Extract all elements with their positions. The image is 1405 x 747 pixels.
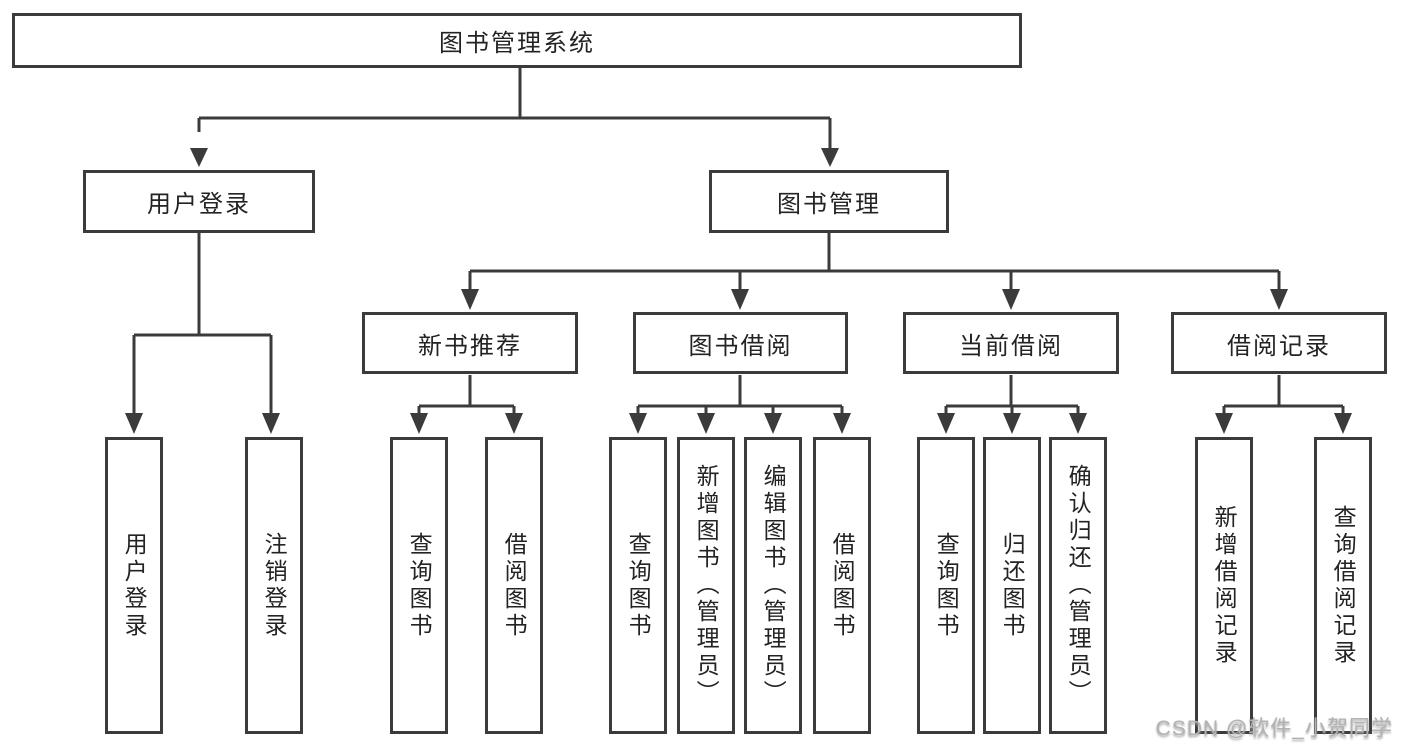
leaf-logout: 注销登录 xyxy=(245,437,303,734)
leaf-label: 新增借阅记录 xyxy=(1211,504,1238,667)
leaf-label: 借阅图书 xyxy=(829,531,856,640)
leaf-label: 借阅图书 xyxy=(501,531,528,640)
leaf-label: 注销登录 xyxy=(261,531,288,640)
watermark: CSDN @软件_小贺同学 xyxy=(1155,717,1393,740)
leaf-label: 确认归还（管理员） xyxy=(1065,464,1092,707)
node-label: 图书管理 xyxy=(777,191,881,218)
leaf-user-login: 用户登录 xyxy=(105,437,163,734)
node-user-login: 用户登录 xyxy=(83,170,315,233)
leaf-borrow-books: 借阅图书 xyxy=(813,437,871,734)
leaf-query-books-recommend: 查询图书 xyxy=(390,437,448,734)
leaf-label: 查询图书 xyxy=(625,531,652,640)
leaf-query-borrow-record: 查询借阅记录 xyxy=(1314,437,1372,734)
node-label: 图书管理系统 xyxy=(439,30,595,57)
leaf-label: 归还图书 xyxy=(999,531,1026,640)
leaf-borrow-books-recommend: 借阅图书 xyxy=(485,437,543,734)
leaf-label: 查询图书 xyxy=(933,531,960,640)
node-label: 当前借阅 xyxy=(959,332,1063,360)
node-book-management: 图书管理 xyxy=(709,170,949,233)
leaf-label: 编辑图书（管理员） xyxy=(760,464,787,707)
leaf-edit-book-admin: 编辑图书（管理员） xyxy=(744,437,802,734)
leaf-label: 查询图书 xyxy=(406,531,433,640)
node-label: 借阅记录 xyxy=(1227,332,1331,360)
leaf-label: 查询借阅记录 xyxy=(1330,504,1357,667)
node-borrow-records: 借阅记录 xyxy=(1171,312,1387,374)
node-new-book-recommend: 新书推荐 xyxy=(362,312,578,374)
leaf-label: 新增图书（管理员） xyxy=(693,464,720,707)
leaf-label: 用户登录 xyxy=(121,531,148,640)
leaf-add-book-admin: 新增图书（管理员） xyxy=(677,437,735,734)
node-label: 用户登录 xyxy=(147,191,251,218)
leaf-query-books-current: 查询图书 xyxy=(917,437,975,734)
leaf-confirm-return-admin: 确认归还（管理员） xyxy=(1049,437,1107,734)
node-library-management-system: 图书管理系统 xyxy=(12,13,1022,68)
node-label: 图书借阅 xyxy=(688,332,793,360)
node-current-borrow: 当前借阅 xyxy=(903,312,1119,374)
node-label: 新书推荐 xyxy=(418,332,522,360)
leaf-add-borrow-record: 新增借阅记录 xyxy=(1195,437,1253,734)
leaf-query-books-borrow: 查询图书 xyxy=(609,437,667,734)
leaf-return-book: 归还图书 xyxy=(983,437,1041,734)
node-book-borrow: 图书借阅 xyxy=(633,312,848,374)
